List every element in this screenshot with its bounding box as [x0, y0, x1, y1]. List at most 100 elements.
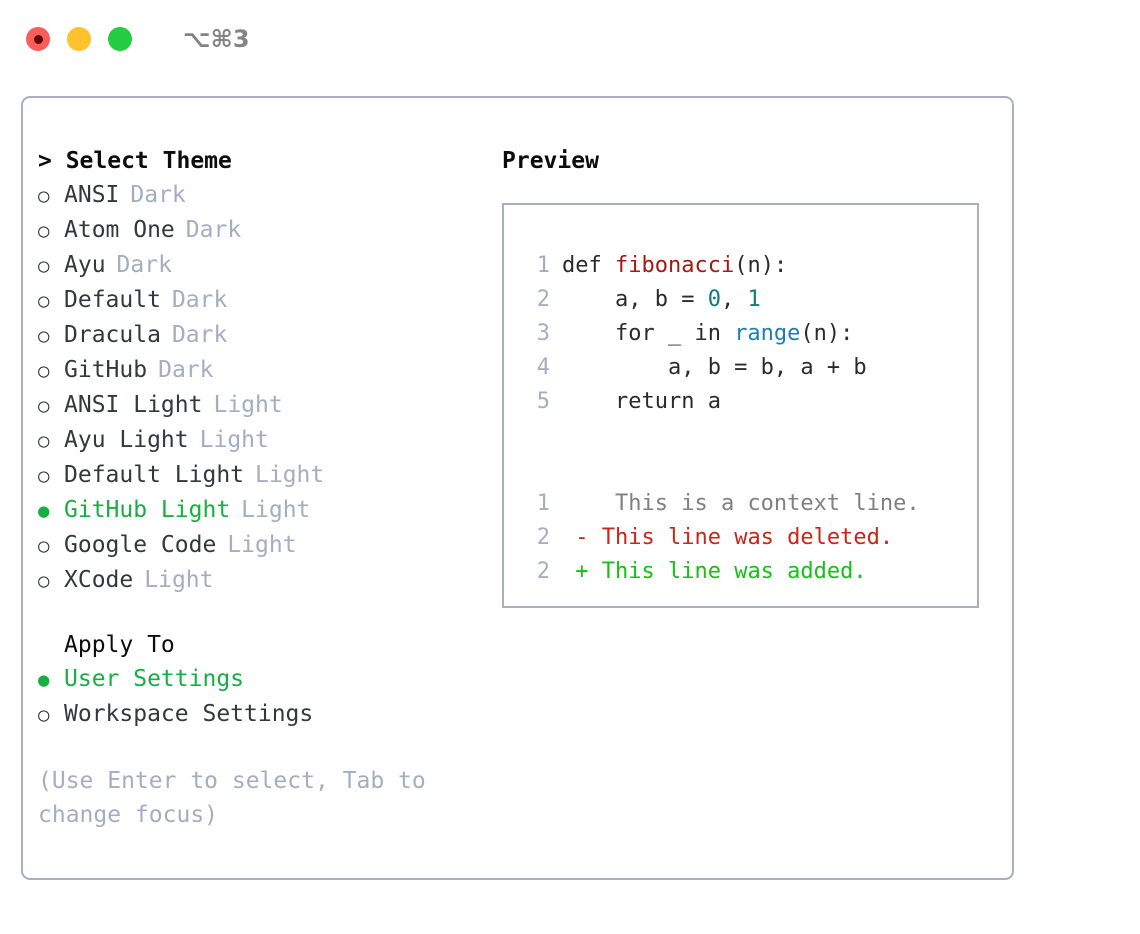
zoom-window-icon[interactable]	[108, 27, 132, 51]
theme-option-label: Ayu	[64, 252, 106, 278]
diff-line-text: This is a context line.	[588, 491, 920, 516]
diff-marker: -	[562, 525, 589, 550]
theme-option-tag: Dark	[185, 217, 242, 243]
code-line: 3 for _ in range(n):	[520, 317, 977, 351]
radio-unselected-icon: ○	[38, 290, 50, 312]
theme-option-github[interactable]: ○ GitHub Dark	[38, 353, 478, 388]
code-token-fn: fibonacci	[614, 253, 735, 278]
apply-to-option-workspace-settings[interactable]: ○ Workspace Settings	[38, 697, 478, 732]
theme-option-ayu[interactable]: ○ Ayu Dark	[38, 248, 478, 283]
theme-option-atom-one[interactable]: ○ Atom One Dark	[38, 213, 478, 248]
minimize-window-icon[interactable]	[67, 27, 91, 51]
theme-option-default[interactable]: ○ Default Dark	[38, 283, 478, 318]
theme-option-label: ANSI	[64, 182, 120, 208]
theme-option-label: ANSI Light	[64, 392, 203, 418]
theme-option-tag: Dark	[116, 252, 172, 278]
theme-option-ansi-light[interactable]: ○ ANSI Light Light	[38, 388, 478, 423]
theme-option-github-light[interactable]: ● GitHub Light Light	[38, 493, 478, 528]
code-line-number: 2	[536, 287, 550, 312]
theme-option-label: Atom One	[64, 217, 175, 243]
radio-unselected-icon: ○	[38, 360, 50, 382]
theme-option-tag: Dark	[171, 322, 228, 348]
theme-option-tag: Light	[255, 462, 325, 488]
diff-line-text: This line was deleted.	[588, 525, 894, 550]
code-token-num: 1	[747, 287, 761, 312]
apply-to-list: ● User Settings ○ Workspace Settings	[38, 662, 478, 732]
diff-sample: 1 This is a context line.2 - This line w…	[520, 487, 977, 589]
code-token-plain: a, b =	[562, 287, 708, 312]
code-token-num: 0	[707, 287, 721, 312]
apply-to-option-user-settings[interactable]: ● User Settings	[38, 662, 478, 697]
theme-option-tag: Dark	[171, 287, 228, 313]
code-line-number: 3	[536, 321, 550, 346]
theme-option-tag: Light	[213, 392, 283, 418]
radio-unselected-icon: ○	[38, 395, 50, 417]
theme-option-tag: Light	[227, 532, 297, 558]
code-token-bi: range	[734, 321, 801, 346]
theme-option-tag: Light	[199, 427, 269, 453]
theme-option-label: GitHub Light	[64, 497, 231, 523]
code-line-number: 1	[536, 253, 550, 278]
theme-option-ayu-light[interactable]: ○ Ayu Light Light	[38, 423, 478, 458]
code-token-plain: (n):	[734, 253, 788, 278]
code-line: 5 return a	[520, 385, 977, 419]
radio-unselected-icon: ○	[38, 535, 50, 557]
keyboard-shortcut-label: ⌥⌘3	[183, 25, 250, 53]
radio-unselected-icon: ○	[38, 325, 50, 347]
theme-option-label: Ayu Light	[64, 427, 189, 453]
theme-option-label: Default Light	[64, 462, 245, 488]
preview-title: Preview	[502, 148, 599, 174]
radio-unselected-icon: ○	[38, 220, 50, 242]
apply-to-header: Apply To	[64, 632, 175, 658]
theme-option-label: GitHub	[64, 357, 148, 383]
theme-option-label: XCode	[64, 567, 134, 593]
diff-line-added: 2 + This line was added.	[520, 555, 977, 589]
theme-option-tag: Dark	[130, 182, 186, 208]
diff-line-context: 1 This is a context line.	[520, 487, 977, 521]
theme-option-tag: Dark	[158, 357, 214, 383]
code-line-number: 5	[536, 389, 550, 414]
radio-unselected-icon: ○	[38, 704, 50, 726]
select-theme-header: > Select Theme	[38, 148, 232, 174]
code-line: 2 a, b = 0, 1	[520, 283, 977, 317]
radio-unselected-icon: ○	[38, 255, 50, 277]
close-window-icon[interactable]	[26, 27, 50, 51]
keyboard-hint-text: (Use Enter to select, Tab to change focu…	[38, 768, 426, 828]
code-token-plain: (n):	[800, 321, 854, 346]
theme-option-label: Default	[64, 287, 161, 313]
diff-line-deleted: 2 - This line was deleted.	[520, 521, 977, 555]
theme-option-default-light[interactable]: ○ Default Light Light	[38, 458, 478, 493]
radio-unselected-icon: ○	[38, 465, 50, 487]
theme-option-label: Dracula	[64, 322, 161, 348]
code-line: 1 def fibonacci(n):	[520, 249, 977, 283]
diff-line-number: 2	[536, 525, 550, 550]
code-token-plain: def	[562, 253, 615, 278]
diff-line-text: This line was added.	[588, 559, 867, 584]
code-token-plain: for _ in	[562, 321, 735, 346]
code-token-plain: a, b = b, a + b	[562, 355, 867, 380]
code-line: 4 a, b = b, a + b	[520, 351, 977, 385]
theme-option-tag: Light	[241, 497, 311, 523]
radio-selected-icon: ●	[38, 669, 50, 691]
diff-line-number: 2	[536, 559, 550, 584]
title-bar: ⌥⌘3	[0, 0, 1140, 78]
radio-unselected-icon: ○	[38, 570, 50, 592]
diff-marker	[562, 487, 589, 521]
apply-to-option-label: User Settings	[64, 666, 245, 692]
radio-selected-icon: ●	[38, 500, 50, 522]
apply-to-option-label: Workspace Settings	[64, 701, 314, 727]
theme-option-dracula[interactable]: ○ Dracula Dark	[38, 318, 478, 353]
radio-unselected-icon: ○	[38, 430, 50, 452]
code-line-number: 4	[536, 355, 550, 380]
traffic-light-buttons	[26, 27, 132, 51]
diff-marker: +	[562, 559, 589, 584]
